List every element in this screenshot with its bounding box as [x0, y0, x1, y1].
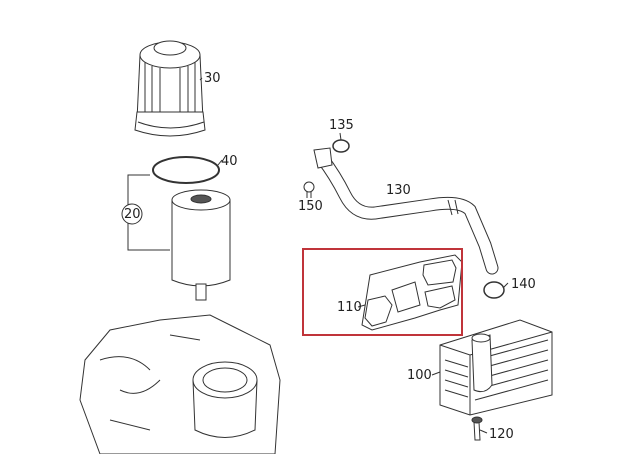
part-135-drawing[interactable]: [332, 139, 350, 153]
label-30[interactable]: 30: [204, 71, 221, 86]
part-30-drawing[interactable]: [134, 40, 206, 137]
label-135[interactable]: 135: [329, 118, 354, 133]
part-40-drawing[interactable]: [152, 156, 220, 184]
highlight-box-110: [302, 248, 463, 336]
label-40[interactable]: 40: [221, 154, 238, 169]
callout-circle-20: [121, 203, 143, 225]
label-110[interactable]: 110: [337, 300, 362, 315]
part-130-drawing[interactable]: [313, 147, 499, 275]
part-120-drawing[interactable]: [471, 416, 483, 441]
part-100-drawing[interactable]: [439, 319, 553, 416]
part-20-drawing[interactable]: [171, 189, 231, 301]
label-100[interactable]: 100: [407, 368, 432, 383]
label-20[interactable]: 20: [124, 207, 141, 222]
label-130[interactable]: 130: [386, 183, 411, 198]
part-140-drawing[interactable]: [483, 281, 505, 299]
engine-block-drawing: [79, 314, 281, 454]
part-110-drawing[interactable]: [361, 254, 463, 331]
label-140[interactable]: 140: [511, 277, 536, 292]
label-150[interactable]: 150: [298, 199, 323, 214]
label-120[interactable]: 120: [489, 427, 514, 442]
part-150-drawing[interactable]: [303, 181, 315, 198]
